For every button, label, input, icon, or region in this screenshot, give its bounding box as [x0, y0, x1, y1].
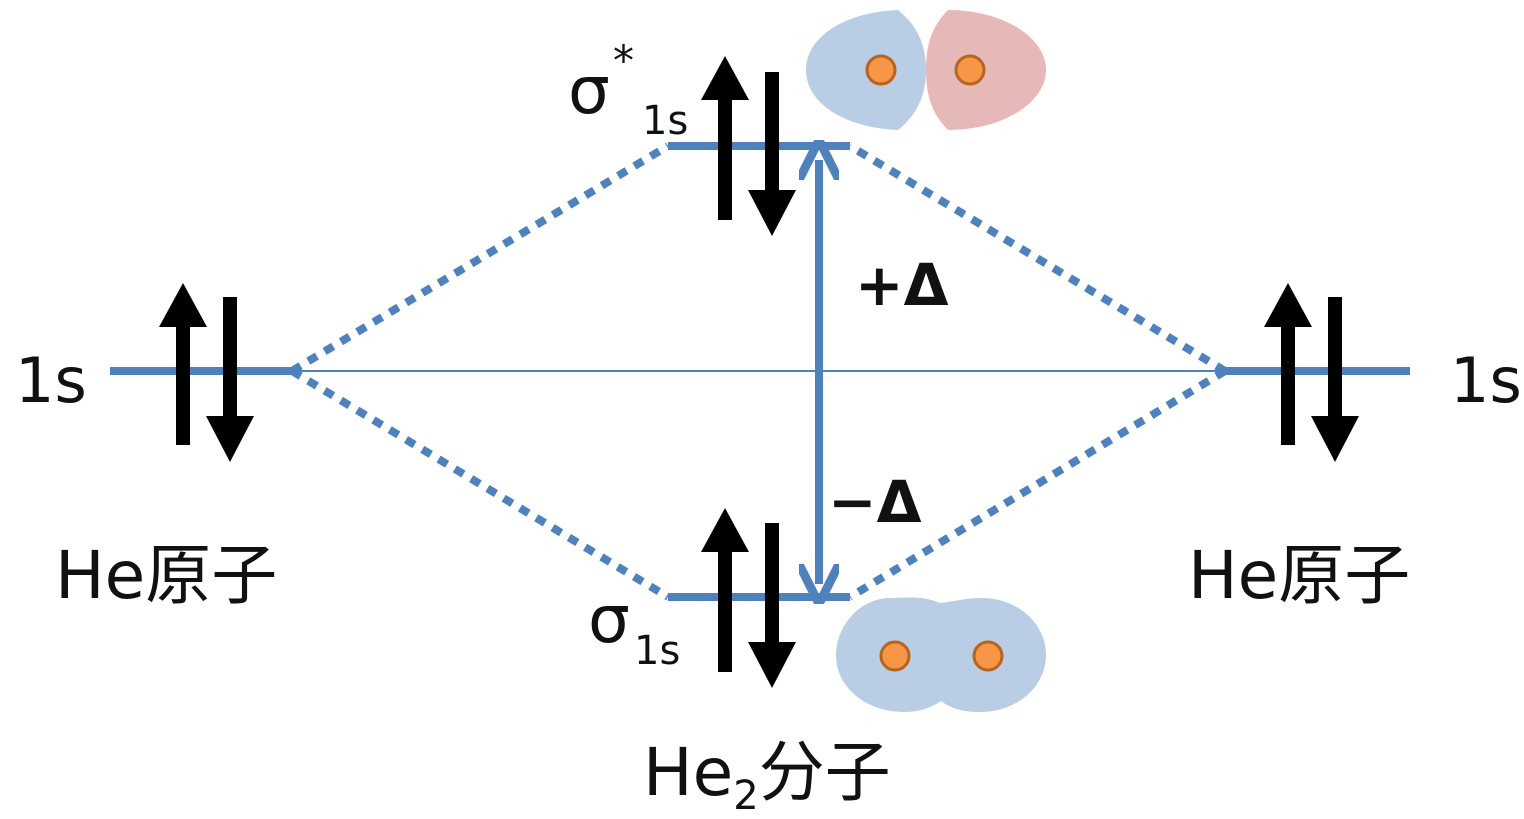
- bonding-subscript: 1s: [634, 628, 680, 674]
- spin-down-arrow: [748, 523, 796, 688]
- correlation-left-to-antibonding: [289, 142, 671, 375]
- antibonding-subscript: 1s: [642, 98, 688, 144]
- right-atom-electrons: [1264, 283, 1359, 462]
- molecule-name-main: He: [643, 734, 733, 811]
- right-atom-name: He原子: [1188, 537, 1410, 614]
- nucleus-icon: [972, 640, 1004, 672]
- antibonding-star: *: [613, 36, 634, 85]
- red-lobe: [926, 10, 1046, 130]
- bonding-orbital-shape: [836, 597, 1046, 712]
- bonding-symbol: σ: [588, 581, 630, 658]
- right-orbital-label: 1s: [1450, 344, 1522, 417]
- molecule-name-suffix: 分子: [759, 734, 891, 811]
- spin-down-arrow: [206, 297, 254, 462]
- blue-cloud: [836, 597, 1046, 712]
- nucleus-icon: [954, 54, 986, 86]
- spin-down-arrow: [748, 72, 796, 236]
- antibonding-electrons: [701, 56, 796, 236]
- nucleus-icon: [865, 54, 897, 86]
- correlation-lines: [289, 142, 1228, 601]
- left-atom-name: He原子: [55, 537, 277, 614]
- bonding-electrons: [701, 508, 796, 688]
- correlation-left-to-bonding: [289, 367, 671, 601]
- molecule-name: He2分子: [643, 734, 891, 819]
- energy-raise-label: +Δ: [855, 251, 949, 319]
- correlation-right-to-bonding: [847, 367, 1228, 601]
- spin-up-arrow: [701, 508, 749, 672]
- energy-lower-label: −Δ: [828, 468, 922, 536]
- left-atom-electrons: [159, 283, 254, 462]
- nucleus-icon: [879, 640, 911, 672]
- spin-down-arrow: [1311, 297, 1359, 462]
- left-orbital-label: 1s: [15, 344, 87, 417]
- spin-up-arrow: [701, 56, 749, 220]
- molecule-name-subscript: 2: [733, 773, 758, 819]
- antibonding-orbital-shape: [806, 10, 1046, 130]
- spin-up-arrow: [1264, 283, 1312, 445]
- correlation-right-to-antibonding: [847, 142, 1228, 375]
- antibonding-symbol: σ: [568, 52, 610, 129]
- spin-up-arrow: [159, 283, 207, 445]
